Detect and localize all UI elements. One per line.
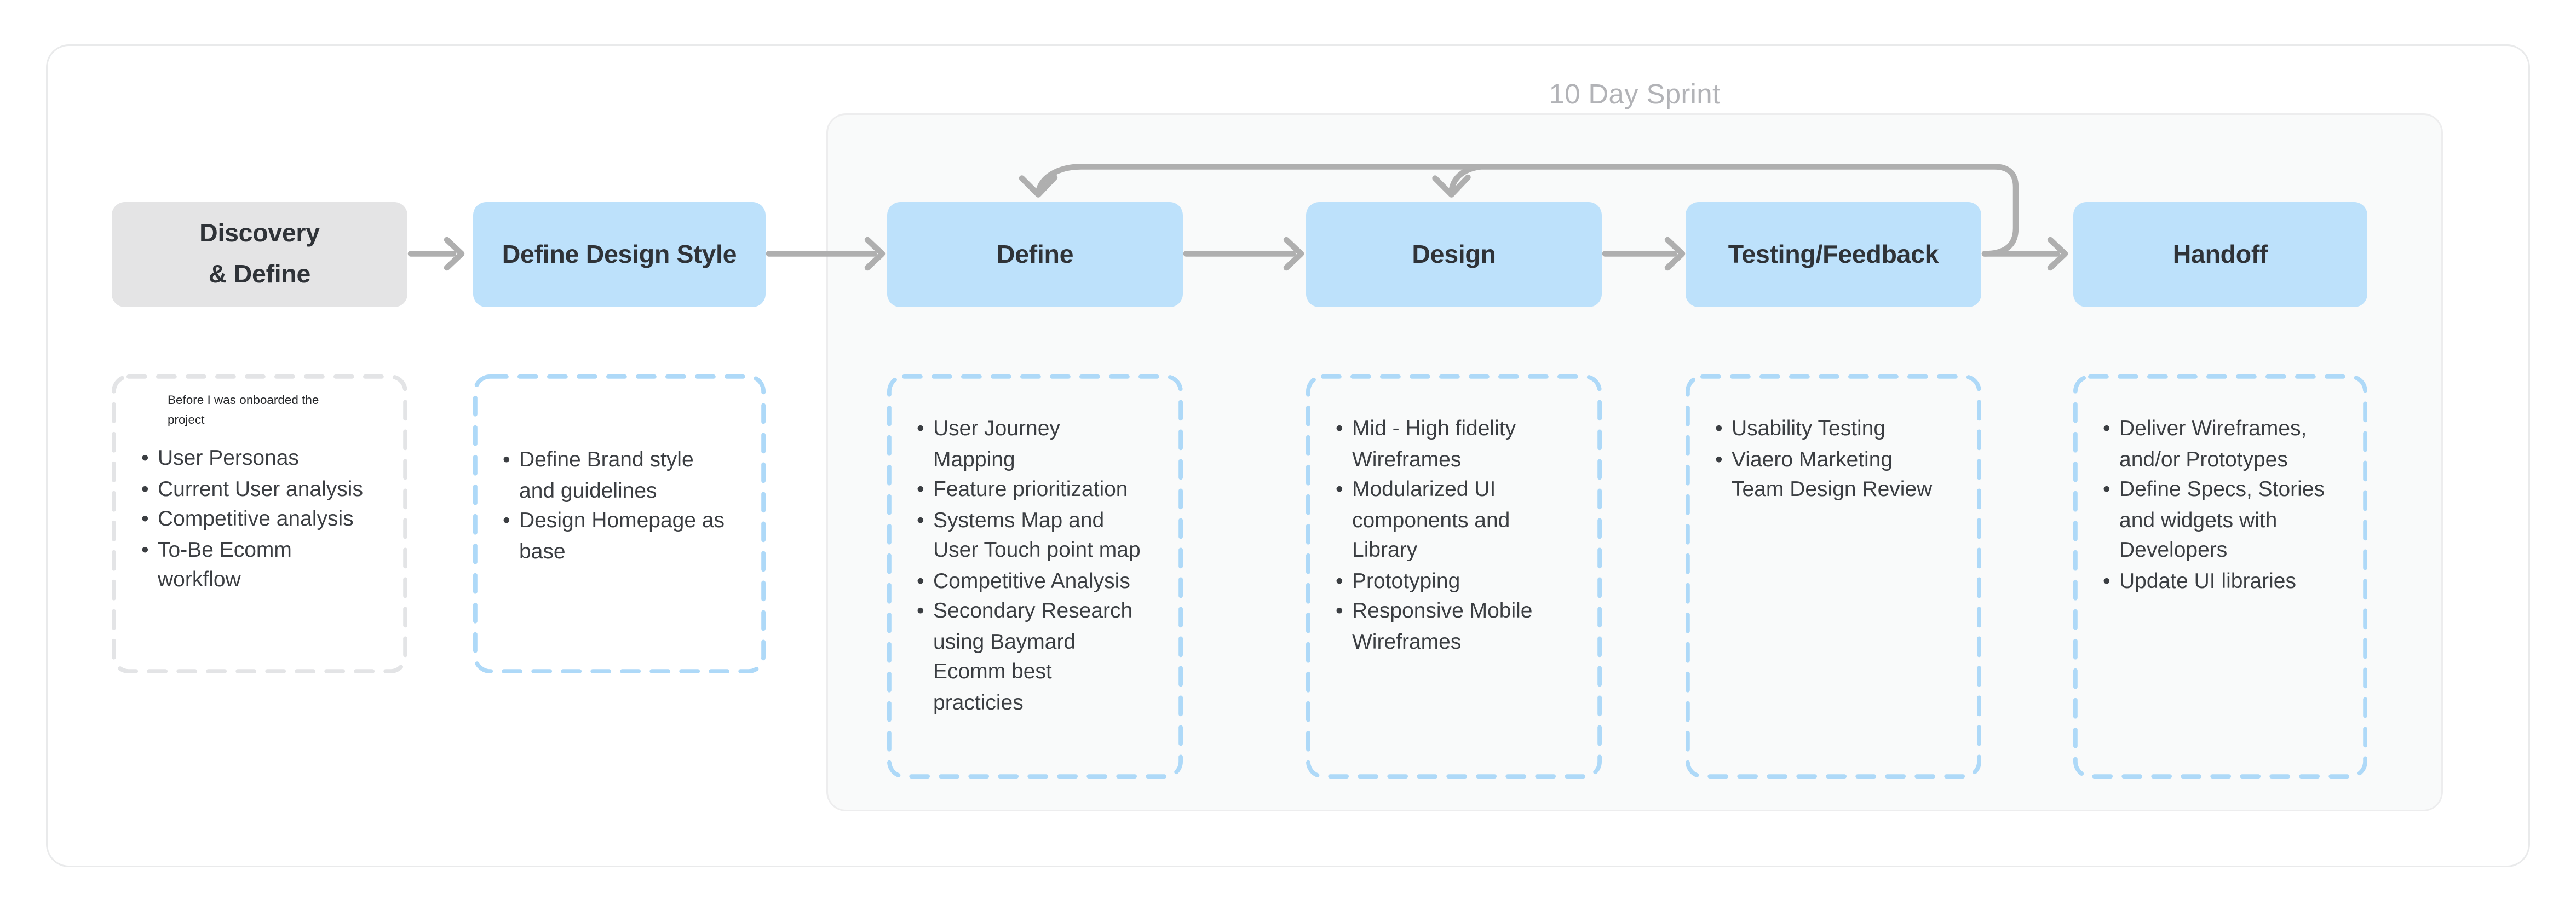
note-item: Define Brand style and guidelines <box>503 445 752 506</box>
pre-onboarding-annotation: Before I was onboarded the project <box>168 393 319 427</box>
note-item: Competitive analysis <box>141 504 394 535</box>
note-item: Mid - High fidelity Wireframes <box>1336 414 1589 475</box>
note-item: To-Be Ecomm workflow <box>141 535 394 596</box>
stage-discovery-define: Discovery & Define <box>112 202 407 307</box>
note-item: Viaero Marketing Team Design Review <box>1715 445 1968 505</box>
note-item: Responsive Mobile Wireframes <box>1336 596 1589 657</box>
dashed-border-blue <box>473 374 766 673</box>
stage-handoff: Handoff <box>2073 202 2367 307</box>
note-item: Define Specs, Stories and widgets with D… <box>2103 475 2354 566</box>
stage-testing-feedback: Testing/Feedback <box>1686 202 1981 307</box>
sprint-title: 10 Day Sprint <box>1549 79 1721 110</box>
note-item: Competitive Analysis <box>917 566 1170 597</box>
stage-define: Define <box>887 202 1183 307</box>
stage-testing-feedback-label: Testing/Feedback <box>1728 240 1939 269</box>
note-item: User Personas <box>141 443 394 474</box>
notes-design: Mid - High fidelity WireframesModularize… <box>1306 374 1602 779</box>
notes-testing-feedback: Usability TestingViaero Marketing Team D… <box>1686 374 1981 779</box>
notes-handoff: Deliver Wireframes, and/or PrototypesDef… <box>2073 374 2367 779</box>
notes-define-design-style: Define Brand style and guidelinesDesign … <box>473 374 766 673</box>
dashed-border-blue <box>887 374 1183 779</box>
note-item: Deliver Wireframes, and/or Prototypes <box>2103 414 2354 475</box>
dashed-border-blue <box>1686 374 1981 779</box>
testing-note-list: Usability TestingViaero Marketing Team D… <box>1686 374 1981 505</box>
stage-define-design-style-label: Define Design Style <box>502 240 737 269</box>
define-style-note-list: Define Brand style and guidelinesDesign … <box>473 374 766 567</box>
notes-define: User Journey MappingFeature prioritizati… <box>887 374 1183 779</box>
note-item: Feature prioritization <box>917 475 1170 505</box>
note-item: Modularized UI components and Library <box>1336 475 1589 566</box>
stage-define-design-style: Define Design Style <box>473 202 766 307</box>
note-item: Secondary Research using Baymard Ecomm b… <box>917 596 1170 718</box>
stage-design: Design <box>1306 202 1602 307</box>
note-item: Prototyping <box>1336 566 1589 597</box>
note-item: Design Homepage as base <box>503 506 752 567</box>
dashed-border-blue <box>1306 374 1602 779</box>
dashed-border-gray <box>112 374 407 673</box>
notes-discovery: Before I was onboarded the project User … <box>112 374 407 673</box>
stage-handoff-label: Handoff <box>2172 240 2268 269</box>
note-item: Current User analysis <box>141 474 394 505</box>
define-note-list: User Journey MappingFeature prioritizati… <box>887 374 1183 718</box>
design-note-list: Mid - High fidelity WireframesModularize… <box>1306 374 1602 657</box>
note-item: Usability Testing <box>1715 414 1968 445</box>
note-item: Systems Map and User Touch point map <box>917 505 1170 566</box>
stage-define-label: Define <box>996 240 1074 269</box>
handoff-note-list: Deliver Wireframes, and/or PrototypesDef… <box>2073 374 2367 596</box>
note-item: Update UI libraries <box>2103 566 2354 597</box>
dashed-border-blue <box>2073 374 2367 779</box>
stage-discovery-define-label: Discovery & Define <box>199 220 320 289</box>
stage-design-label: Design <box>1412 240 1496 269</box>
discovery-note-list: User PersonasCurrent User analysisCompet… <box>112 430 407 596</box>
note-item: User Journey Mapping <box>917 414 1170 475</box>
